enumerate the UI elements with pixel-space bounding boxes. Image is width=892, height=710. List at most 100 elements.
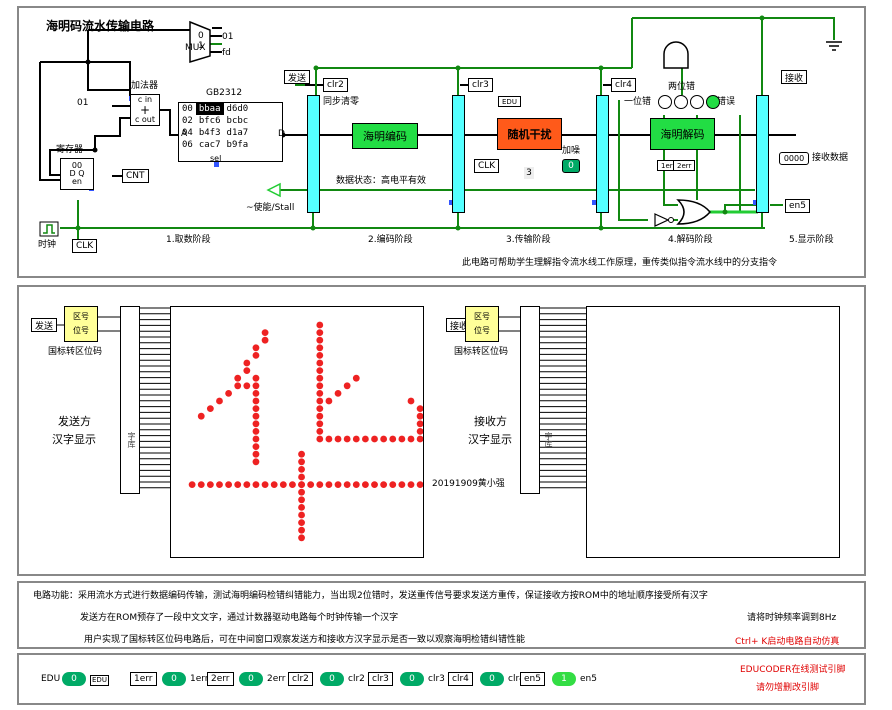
led-dot <box>316 390 324 397</box>
receiver-conv-pos: 位号 <box>474 326 490 335</box>
led-dot <box>316 359 324 367</box>
led-dot <box>270 481 278 488</box>
sender-conv-block: 区号 位号 <box>64 306 98 342</box>
pin-toggle-clr2[interactable]: 0 <box>320 672 344 686</box>
led-dot <box>206 481 214 488</box>
en5-tag: en5 <box>785 199 810 213</box>
const-01: 01 <box>77 98 89 108</box>
adder-block: c in + c out <box>130 94 160 126</box>
register-en: en <box>72 177 82 186</box>
mid-send-tag: 发送 <box>31 318 58 332</box>
circuit-panel <box>17 6 866 278</box>
pin-toggle-2err[interactable]: 0 <box>239 672 263 686</box>
led-dot <box>261 329 269 336</box>
desc-line-1: 电路功能：采用流水方式进行数据编码传输，测试海明编码检错纠错能力，当出现2位错时… <box>33 591 708 601</box>
sender-title-2: 汉字显示 <box>52 433 96 446</box>
register-block[interactable]: 00 D Q en <box>60 158 94 190</box>
led-dot <box>252 352 260 359</box>
receiver-led-matrix <box>586 306 840 558</box>
pin-toggle-clr3[interactable]: 0 <box>400 672 424 686</box>
pin-label-clr2: clr2 <box>288 672 313 686</box>
led-dot <box>316 420 324 428</box>
led-dot <box>389 481 397 488</box>
led-dot <box>316 374 324 382</box>
led-dot <box>316 382 324 390</box>
rom-sel-label: sel <box>210 154 222 163</box>
led-dot <box>316 481 324 488</box>
led-dot <box>243 481 251 488</box>
pin-toggle-1err[interactable]: 0 <box>162 672 186 686</box>
rom-cell-c2: bcbc <box>226 116 249 126</box>
led-dot <box>298 481 305 488</box>
led-dot <box>416 412 424 420</box>
led-dot <box>234 374 242 382</box>
one-err-label: 一位错 <box>624 97 652 107</box>
rom-addr-label: A <box>181 129 188 139</box>
led-dot <box>298 511 305 519</box>
led-dot <box>371 435 378 443</box>
led-dot <box>216 481 223 488</box>
mux-out-01: 01 <box>222 31 240 43</box>
led-dot <box>279 481 287 488</box>
led-dot <box>252 428 260 435</box>
add-noise-label: 加噪 <box>562 146 581 156</box>
led-dot <box>334 390 342 397</box>
mux-in0: 0 <box>198 31 204 41</box>
led-dot <box>234 382 242 390</box>
led-dot <box>416 481 424 488</box>
led-dot <box>252 412 260 420</box>
led-dot <box>343 435 351 443</box>
pin-toggle-clr4[interactable]: 0 <box>480 672 504 686</box>
led-dot <box>243 359 251 367</box>
add-noise-toggle[interactable]: 0 <box>562 159 580 173</box>
led-dot <box>416 428 424 435</box>
led-dot <box>252 405 260 412</box>
hamming-decode-block: 海明解码 <box>650 118 715 150</box>
register-value: 00 <box>71 161 83 170</box>
rom-cell-addr: 04 <box>182 128 193 138</box>
led-dot <box>225 481 232 488</box>
led-dot <box>298 496 305 504</box>
led-dot <box>316 329 324 336</box>
clr3-tag: clr3 <box>468 78 493 92</box>
pin-label-en5: en5 <box>520 672 545 686</box>
led-dot <box>243 382 251 390</box>
receiver-title-1: 接收方 <box>474 415 507 428</box>
led-dot <box>298 450 305 458</box>
receiver-font-rom <box>520 306 540 494</box>
led-dot <box>325 435 333 443</box>
led-dot <box>206 405 214 412</box>
pipeline-register-4 <box>756 95 769 213</box>
led-dot <box>398 481 406 488</box>
led-dot <box>298 526 305 534</box>
pin-toggle-en5[interactable]: 1 <box>552 672 576 686</box>
led-dot <box>416 420 424 428</box>
led-dot <box>316 428 324 435</box>
led-dot <box>252 374 260 382</box>
led-dot <box>197 481 205 488</box>
led-dot <box>298 534 305 542</box>
clk-small-tag: CLK <box>474 159 500 173</box>
send-tag: 发送 <box>284 70 311 84</box>
register-q: Q <box>78 169 85 178</box>
led-dot <box>407 481 415 488</box>
rom-cell-addr: 02 <box>182 116 193 126</box>
led-dot <box>298 488 305 496</box>
led-dot <box>261 336 269 344</box>
stall-input-icon <box>266 182 281 198</box>
rom-title: GB2312 <box>206 88 243 98</box>
led-dot <box>352 435 360 443</box>
recv-data-label: 接收数据 <box>812 153 849 163</box>
receiver-conv-label: 国标转区位码 <box>454 347 509 357</box>
rom-cell-c1: cac7 <box>198 140 221 150</box>
led-dot <box>197 412 205 420</box>
pin-tag-2err: 2err <box>267 674 286 684</box>
cnt-tag: CNT <box>122 169 149 183</box>
err2-tag: 2err <box>673 160 696 171</box>
led-dot <box>252 450 260 458</box>
pin-toggle-EDU[interactable]: 0 <box>62 672 86 686</box>
